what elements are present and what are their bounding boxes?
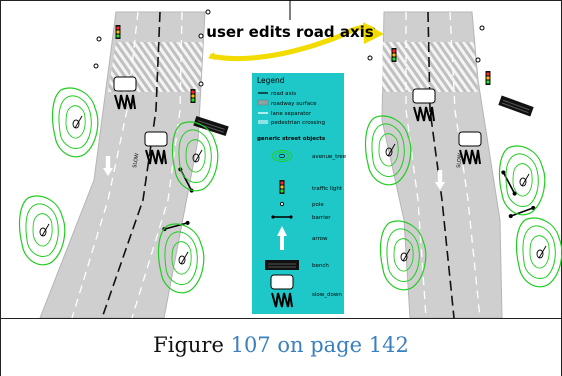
- legend-object-bench: bench: [312, 263, 329, 269]
- slow-road-marking: SLOW: [132, 153, 140, 169]
- legend-object-arrow: arrow: [312, 236, 328, 242]
- road-after: SLOW: [381, 11, 503, 319]
- legend-item-road-axis: road axis: [271, 91, 296, 97]
- legend-item-lane-separator: lane separator: [271, 111, 312, 117]
- legend-object-traffic-light: traffic light: [312, 186, 343, 192]
- legend-section-title: generic street objects: [257, 136, 326, 142]
- legend-object-barrier: barrier: [312, 215, 331, 221]
- legend-barrier-icon: [271, 215, 293, 219]
- page-number-link[interactable]: 142: [368, 333, 409, 357]
- legend-traffic-light-icon: [279, 180, 285, 194]
- legend-object-pole: pole: [312, 202, 324, 208]
- legend-object-slow-down: slow_down: [312, 292, 342, 298]
- legend: Legend road axis roadway surface lane se…: [252, 73, 347, 314]
- caption-prefix: Figure: [153, 333, 224, 357]
- slow-road-marking-after: SLOW: [456, 153, 463, 168]
- legend-tree-icon: [271, 150, 293, 162]
- edit-arrow-banner: user edits road axis: [206, 0, 384, 61]
- caption-middle: on page: [277, 333, 363, 357]
- figure-caption: Figure 107 on page 142: [1, 318, 561, 376]
- legend-object-avenue-tree: avenue_tree: [312, 154, 347, 160]
- banner-text: user edits road axis: [206, 23, 373, 41]
- figure-number-link[interactable]: 107: [230, 333, 271, 357]
- legend-arrow-icon: [277, 226, 287, 250]
- legend-bench-icon: [264, 259, 300, 271]
- legend-item-pedestrian-crossing: pedestrian crossing: [271, 120, 325, 126]
- legend-pole-icon: [279, 201, 285, 207]
- legend-item-roadway-surface: roadway surface: [271, 101, 317, 107]
- legend-title: Legend: [257, 76, 285, 85]
